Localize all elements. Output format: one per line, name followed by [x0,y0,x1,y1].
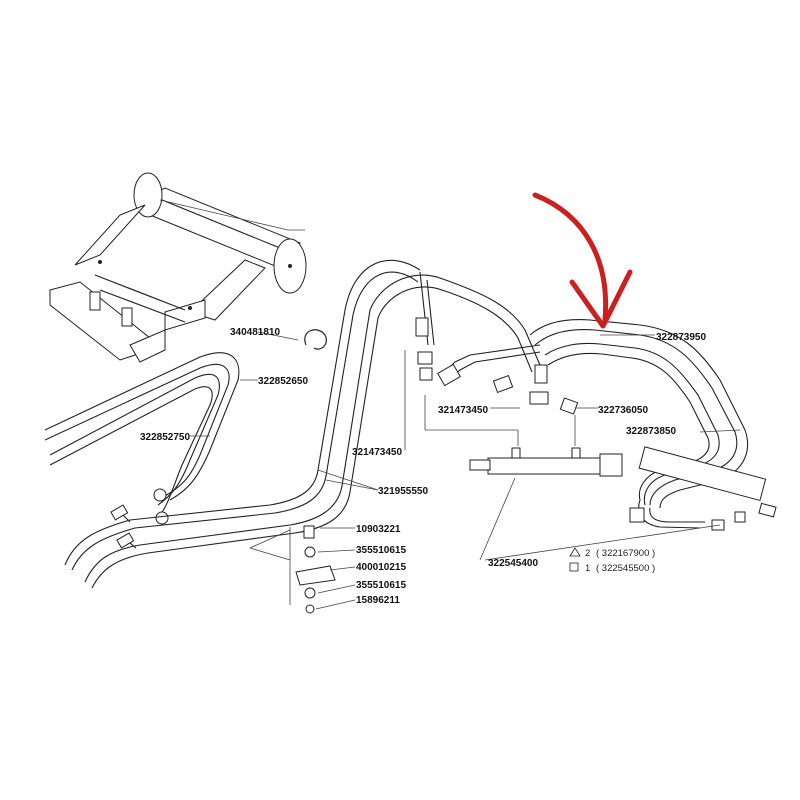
cylinder-left [424,395,623,477]
square-icon [569,562,579,572]
label-322852750: 322852750 [140,432,190,443]
frame-assembly [49,172,307,363]
legend-row2-qty: 1 [585,563,590,574]
label-321473450-b: 321473450 [438,405,488,416]
leader-lines [190,331,741,610]
label-322545400: 322545400 [488,558,538,569]
triangle-icon [569,547,581,557]
clip-part [304,329,327,350]
label-400010215: 400010215 [356,562,406,573]
long-pipes [64,259,541,589]
label-321955550: 321955550 [378,486,428,497]
legend-row1-qty: 2 [585,548,590,559]
label-355510615-b: 355510615 [356,580,406,591]
left-loop-pipes [44,352,240,525]
part-labels: 340481810 322852650 322852750 321473450 … [140,327,706,606]
label-322873850: 322873850 [626,426,676,437]
label-322736050: 322736050 [598,405,648,416]
fittings [437,344,579,415]
right-pipes [529,319,749,529]
label-10903221: 10903221 [356,524,401,535]
legend-row2-ref: ( 322545500 ) [596,563,655,574]
legend: 2 ( 322167900 ) 1 ( 322545500 ) [569,547,655,574]
label-355510615-a: 355510615 [356,545,406,556]
label-340481810: 340481810 [230,327,280,338]
red-arrow-icon [532,192,633,329]
label-321473450-a: 321473450 [352,447,402,458]
legend-row1-ref: ( 322167900 ) [596,548,655,559]
label-15896211: 15896211 [356,595,400,606]
label-322873950: 322873950 [656,332,706,343]
label-322852650: 322852650 [258,376,308,387]
bracket-assembly [249,525,336,614]
